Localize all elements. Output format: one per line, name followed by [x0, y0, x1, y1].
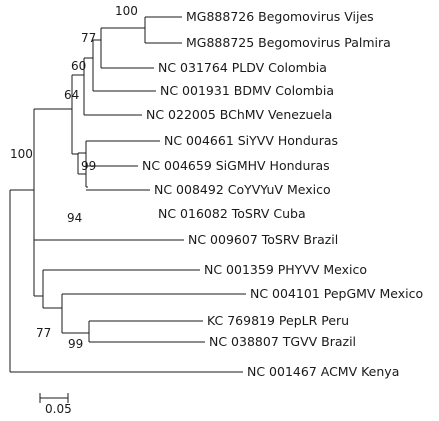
support-value: 99	[81, 159, 96, 173]
leaf-labels: MG888726 Begomovirus Vijes MG888725 Bego…	[142, 9, 423, 379]
leaf-label: NC 016082 ToSRV Cuba	[158, 206, 306, 221]
support-value: 60	[71, 59, 86, 73]
leaf-label: MG888726 Begomovirus Vijes	[186, 9, 374, 24]
leaf-label: NC 001467 ACMV Kenya	[247, 364, 399, 379]
leaf-label: NC 001359 PHYVV Mexico	[204, 262, 367, 277]
tree-branches	[9, 16, 246, 403]
support-value: 77	[36, 326, 51, 340]
support-value: 99	[68, 337, 83, 351]
leaf-label: NC 031764 PLDV Colombia	[158, 60, 327, 75]
scale-bar-label: 0.05	[45, 402, 72, 416]
support-value: 94	[67, 211, 82, 225]
leaf-label: NC 004101 PepGMV Mexico	[250, 286, 423, 301]
support-value: 77	[81, 31, 96, 45]
leaf-label: NC 001931 BDMV Colombia	[160, 83, 334, 98]
leaf-label: MG888725 Begomovirus Palmira	[186, 35, 391, 50]
support-value: 100	[10, 147, 33, 161]
leaf-label: NC 004661 SiYVV Honduras	[164, 133, 338, 148]
leaf-label: KC 769819 PepLR Peru	[207, 313, 349, 328]
support-values: 100 77 60 64 100 99 94 77 99	[10, 4, 138, 351]
support-value: 64	[64, 88, 79, 102]
leaf-label: NC 038807 TGVV Brazil	[209, 334, 356, 349]
leaf-label: NC 022005 BChMV Venezuela	[146, 107, 332, 122]
leaf-label: NC 009607 ToSRV Brazil	[188, 232, 338, 247]
support-value: 100	[115, 4, 138, 18]
leaf-label: NC 008492 CoYVYuV Mexico	[154, 182, 331, 197]
leaf-label: NC 004659 SiGMHV Honduras	[142, 158, 330, 173]
